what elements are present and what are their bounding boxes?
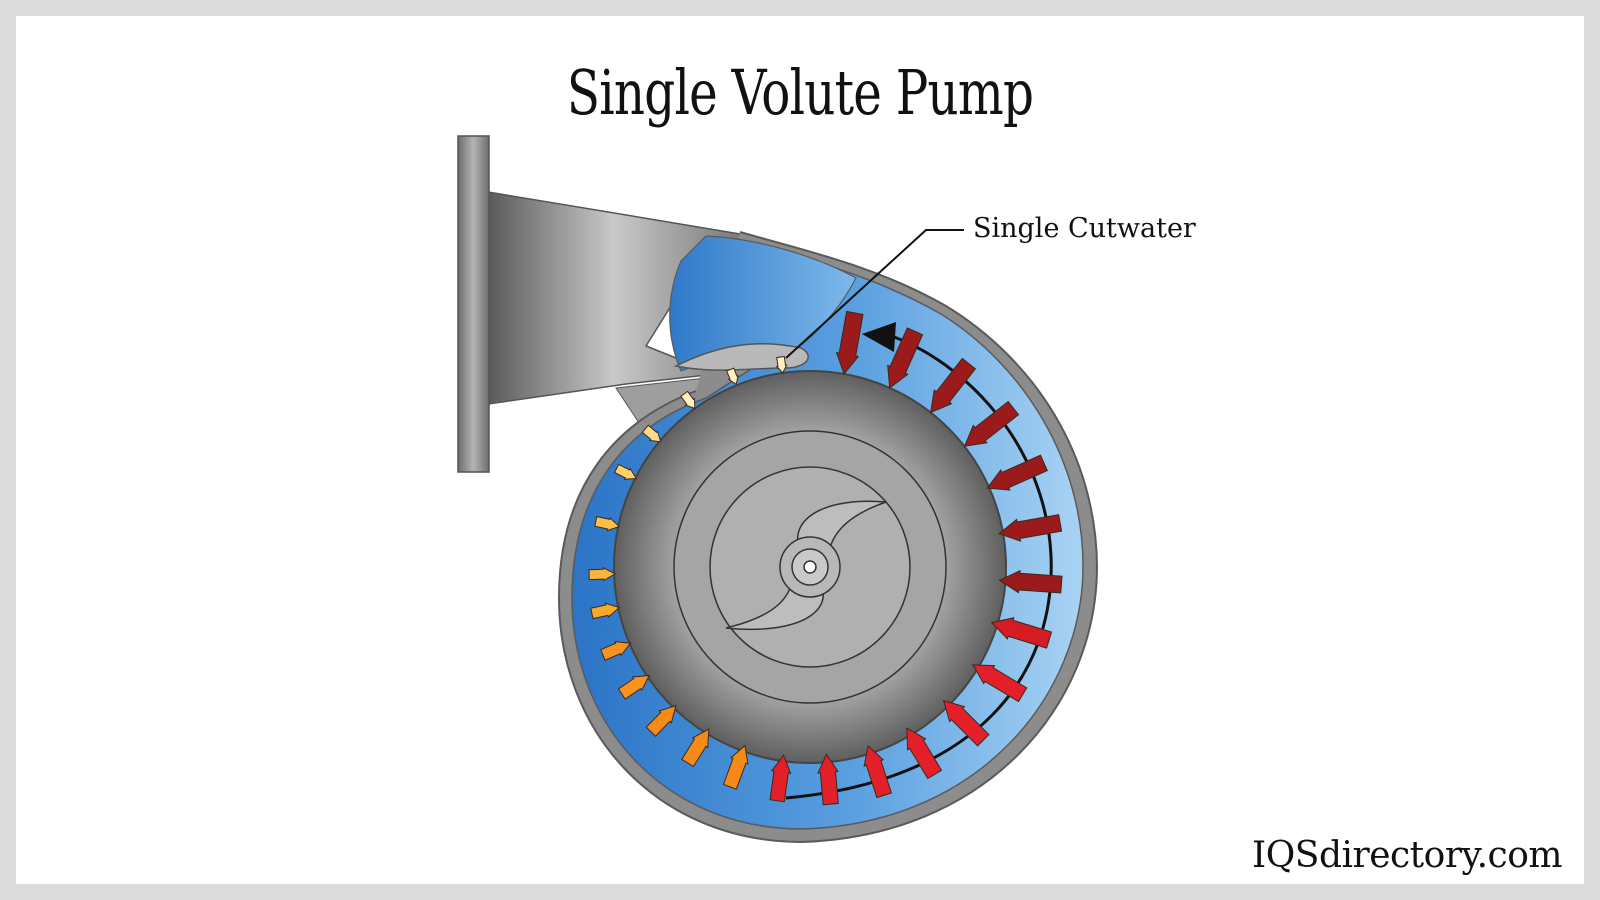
cutwater-callout-label: Single Cutwater (973, 213, 1196, 244)
pressure-arrow (594, 516, 621, 532)
pressure-arrow (641, 424, 662, 443)
pressure-arrow (817, 753, 839, 806)
pressure-arrow (963, 400, 1020, 447)
pressure-arrow (769, 754, 792, 803)
pressure-arrow (930, 357, 977, 414)
pressure-arrow (990, 617, 1053, 649)
pressure-arrow (972, 664, 1028, 703)
volute-pump-illustration (457, 135, 1099, 844)
pressure-arrow (906, 727, 943, 780)
pressure-arrows (588, 310, 1063, 806)
pressure-arrow (600, 641, 632, 661)
site-watermark: IQSdirectory.com (1252, 835, 1562, 876)
pressure-arrow (998, 514, 1063, 542)
pipe-flange (457, 135, 490, 473)
diagram-canvas: Single Volute Pump (16, 16, 1584, 884)
pressure-arrow (680, 390, 696, 410)
pressure-arrow (726, 367, 739, 386)
rotation-direction-arrow (862, 322, 896, 352)
pressure-arrow (722, 744, 749, 790)
pressure-arrow (613, 463, 638, 480)
pressure-arrow (986, 454, 1048, 491)
pressure-arrow (617, 674, 651, 700)
pressure-arrow (863, 744, 893, 799)
pressure-arrow (681, 728, 710, 768)
diagram-title: Single Volute Pump (566, 56, 1034, 129)
pressure-arrow (645, 705, 677, 737)
callout-leader-line (785, 229, 964, 359)
pressure-arrow (590, 602, 621, 620)
pressure-arrow (942, 699, 990, 747)
impeller-icon (613, 370, 1007, 764)
pressure-arrow (588, 566, 617, 582)
pressure-arrow (998, 569, 1063, 594)
pressure-arrow (775, 355, 788, 374)
pressure-arrow (835, 310, 864, 376)
pressure-arrow (887, 327, 924, 389)
